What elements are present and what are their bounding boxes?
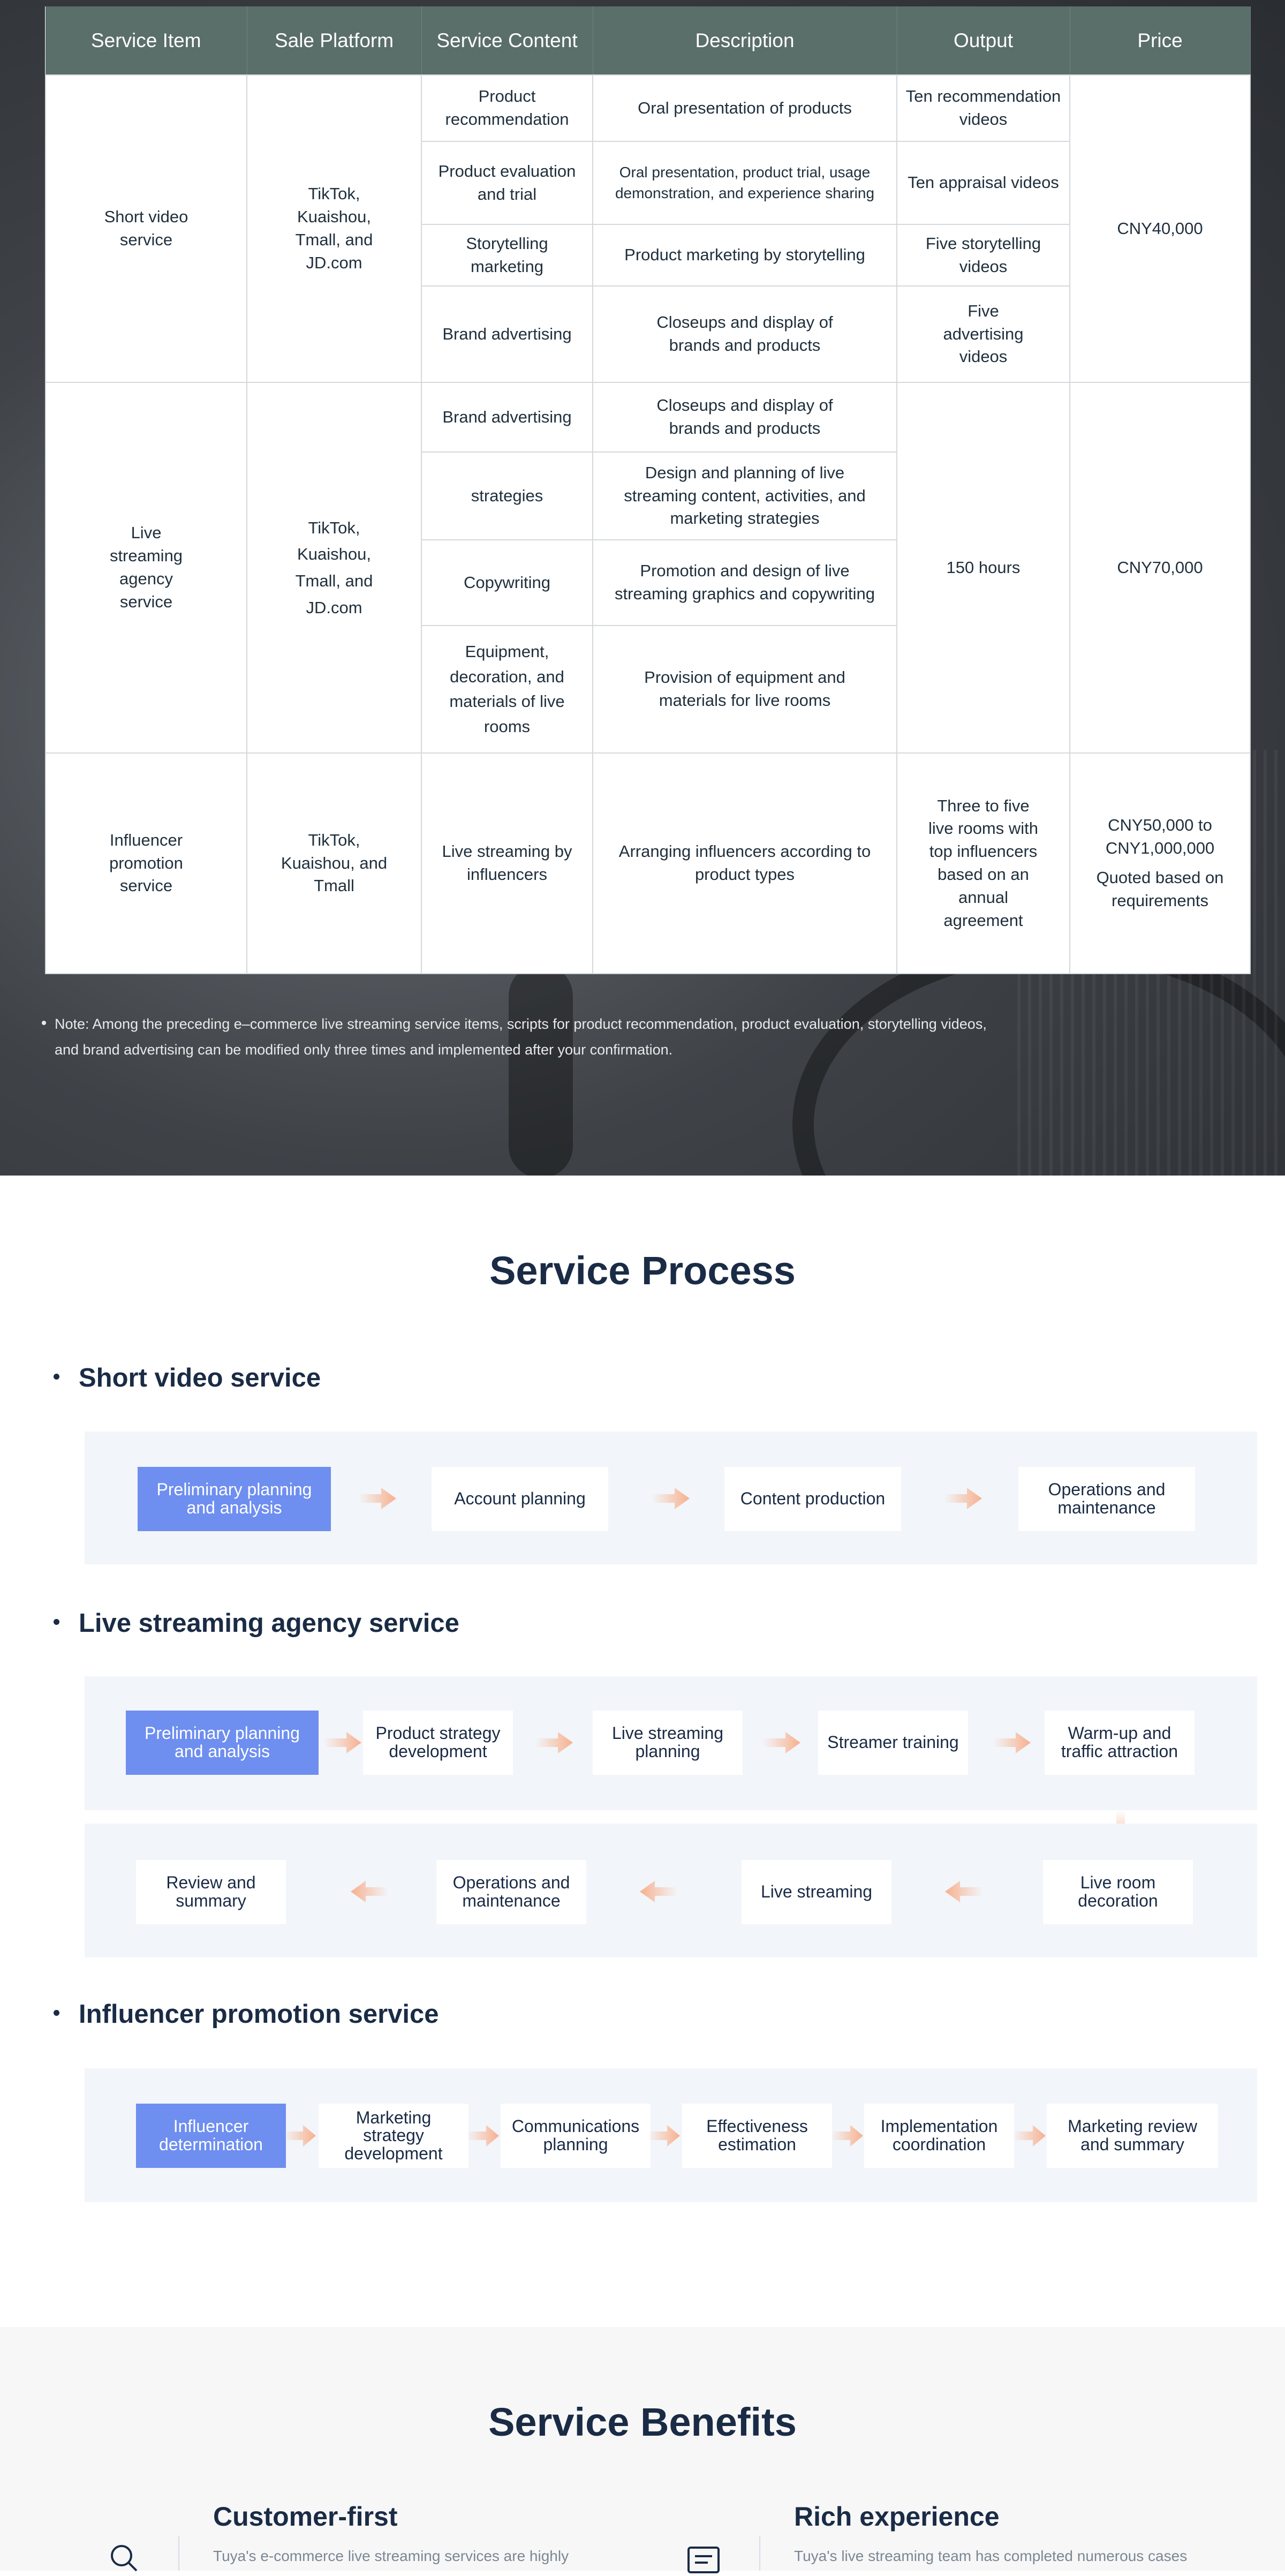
content-cell: Equipment, decoration, and materials of …: [421, 625, 593, 754]
heading-text: Short video service: [79, 1364, 321, 1392]
pricing-note: Note: Among the preceding e–commerce liv…: [42, 1011, 1113, 1063]
step-live-streaming-planning: Live streaming planning: [593, 1711, 743, 1775]
header-output: Output: [897, 6, 1070, 75]
heading-text: Live streaming agency service: [79, 1609, 459, 1638]
content-cell: strategies: [421, 451, 593, 540]
step-review-summary: Review and summary: [136, 1860, 286, 1924]
table-row: Copywriting Promotion and design of live…: [46, 539, 1250, 626]
output-cell: Five storytelling videos: [896, 224, 1070, 287]
service-process-title: Service Process: [489, 1248, 796, 1293]
description-cell: Design and planning of live streaming co…: [592, 451, 897, 540]
table-row: Product evaluation and trial Oral presen…: [46, 141, 1250, 225]
benefit-title: Rich experience: [794, 2502, 1000, 2532]
table-row: Short video service TikTok, Kuaishou, Tm…: [45, 74, 1251, 383]
description-cell: Closeups and display of brands and produ…: [592, 285, 897, 383]
step-warm-up: Warm-up and traffic attraction: [1045, 1711, 1195, 1775]
content-cell: Storytelling marketing: [421, 224, 593, 287]
step-effectiveness-estimation: Effectiveness estimation: [682, 2104, 832, 2168]
output-cell: Ten recommendation videos: [896, 74, 1070, 142]
output-cell: 150 hours: [896, 382, 1070, 754]
content-cell: Product evaluation and trial: [421, 141, 593, 225]
service-item-cell: Live streaming agency service: [45, 382, 247, 754]
platform-cell: TikTok, Kuaishou, and Tmall: [246, 752, 422, 974]
benefits-section: Service Benefits Customer-first Tuya's e…: [0, 2327, 1285, 2573]
description-cell: Closeups and display of brands and produ…: [592, 382, 897, 453]
description-cell: Oral presentation of products: [592, 74, 897, 142]
influencer-heading: Influencer promotion service: [54, 1999, 439, 2029]
bullet-dot: [54, 1373, 59, 1380]
bullet-dot: [54, 2009, 59, 2016]
step-operations: Operations and maintenance: [436, 1860, 586, 1924]
search-icon: [109, 2543, 139, 2573]
header-sale-platform: Sale Platform: [247, 6, 422, 75]
step-marketing-review: Marketing review and summary: [1047, 2104, 1218, 2168]
table-row: Brand advertising Closeups and display o…: [46, 285, 1250, 383]
bullet-dot: [42, 1020, 46, 1025]
benefit-title: Customer-first: [213, 2502, 398, 2532]
content-cell: Brand advertising: [421, 382, 593, 453]
platform-cell: TikTok, Kuaishou, Tmall, and JD.com: [246, 382, 422, 754]
table-row: Equipment, decoration, and materials of …: [46, 625, 1250, 754]
price-cell: CNY40,000: [1069, 74, 1251, 383]
service-item-cell: Influencer promotion service: [45, 752, 247, 974]
heading-text: Influencer promotion service: [79, 2000, 439, 2029]
output-cell: Five advertising videos: [896, 285, 1070, 383]
note-line: and brand advertising can be modified on…: [55, 1042, 673, 1058]
header-price: Price: [1070, 6, 1251, 75]
table-header-row: Service Item Sale Platform Service Conte…: [46, 6, 1251, 75]
divider: [178, 2536, 179, 2571]
price-cell: CNY70,000: [1069, 382, 1251, 754]
description-cell: Promotion and design of live streaming g…: [592, 539, 897, 626]
price-cell: CNY50,000 to CNY1,000,000 Quoted based o…: [1069, 752, 1251, 974]
short-video-heading: Short video service: [54, 1363, 321, 1393]
step-content-production: Content production: [724, 1467, 901, 1531]
step-implementation-coordination: Implementation coordination: [864, 2104, 1014, 2168]
step-live-room-decoration: Live room decoration: [1043, 1860, 1193, 1924]
platform-cell: TikTok, Kuaishou, Tmall, and JD.com: [246, 74, 422, 383]
pricing-section: Service Item Sale Platform Service Conte…: [0, 0, 1285, 1176]
content-cell: Product recommendation: [421, 74, 593, 142]
step-streamer-training: Streamer training: [818, 1711, 968, 1775]
document-icon: [687, 2547, 720, 2573]
header-service-content: Service Content: [421, 6, 593, 75]
pricing-table: Service Item Sale Platform Service Conte…: [45, 6, 1251, 974]
table-row: strategies Design and planning of live s…: [46, 451, 1250, 540]
content-cell: Live streaming by influencers: [421, 752, 593, 974]
description-cell: Arranging influencers according to produ…: [592, 752, 897, 974]
service-item-cell: Short video service: [45, 74, 247, 383]
description-cell: Oral presentation, product trial, usage …: [592, 141, 897, 225]
step-operations: Operations and maintenance: [1018, 1467, 1195, 1531]
table-row: Live streaming agency service TikTok, Ku…: [45, 382, 1251, 754]
content-cell: Copywriting: [421, 539, 593, 626]
step-live-streaming: Live streaming: [742, 1860, 891, 1924]
live-agency-heading: Live streaming agency service: [54, 1608, 459, 1638]
step-influencer-determination: Influencer determination: [136, 2104, 286, 2168]
header-description: Description: [593, 6, 897, 75]
step-account-planning: Account planning: [432, 1467, 608, 1531]
table-row: Influencer promotion service TikTok, Kua…: [45, 752, 1251, 974]
step-preliminary-planning: Preliminary planning and analysis: [126, 1711, 319, 1775]
output-cell: Ten appraisal videos: [896, 141, 1070, 225]
price-range: CNY50,000 to CNY1,000,000: [1105, 816, 1215, 858]
description-cell: Provision of equipment and materials for…: [592, 625, 897, 754]
step-preliminary-planning: Preliminary planning and analysis: [138, 1467, 331, 1531]
divider: [759, 2536, 760, 2571]
table-row: Storytelling marketing Product marketing…: [46, 224, 1250, 287]
benefit-text: Tuya's e-commerce live streaming service…: [213, 2548, 569, 2564]
benefit-text: Tuya's live streaming team has completed…: [794, 2548, 1188, 2564]
service-benefits-title: Service Benefits: [488, 2400, 797, 2444]
note-line: Note: Among the preceding e–commerce liv…: [55, 1016, 987, 1032]
step-product-strategy: Product strategy development: [363, 1711, 513, 1775]
header-service-item: Service Item: [46, 6, 247, 75]
description-cell: Product marketing by storytelling: [592, 224, 897, 287]
content-cell: Brand advertising: [421, 285, 593, 383]
background-decoration: [509, 964, 573, 1176]
bullet-dot: [54, 1618, 59, 1625]
price-note: Quoted based on requirements: [1096, 868, 1224, 910]
output-cell: Three to five live rooms with top influe…: [896, 752, 1070, 974]
step-marketing-strategy: Marketing strategy development: [319, 2104, 468, 2168]
step-communications-planning: Communications planning: [501, 2104, 651, 2168]
